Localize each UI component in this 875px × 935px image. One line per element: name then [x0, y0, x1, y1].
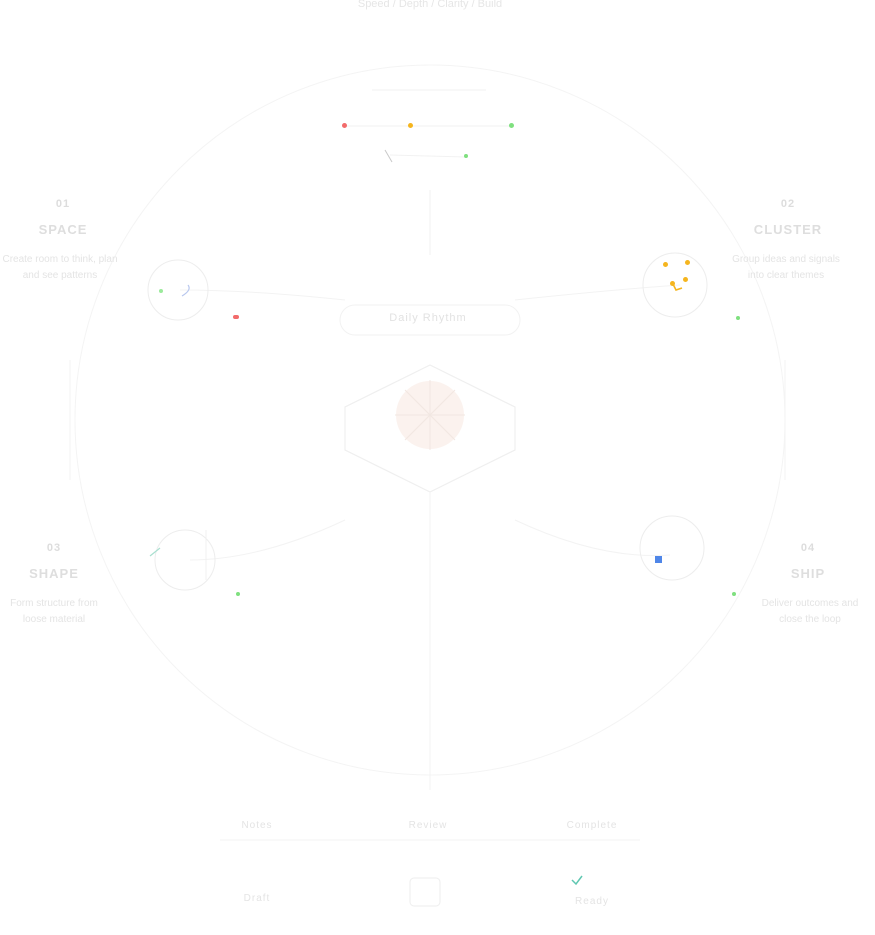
check-icon	[571, 875, 583, 886]
stage-ring-shape	[154, 529, 216, 591]
review-box-icon	[409, 877, 441, 907]
node-dot-orange-4	[670, 281, 675, 286]
swirl-icon	[181, 284, 190, 297]
stage-desc-space-1: Create room to think, plan	[2, 254, 118, 265]
stage-number-ship: 04	[800, 542, 816, 554]
node-dot-green-space	[159, 289, 163, 293]
stage-desc-ship-1: Deliver outcomes and	[761, 598, 859, 609]
stage-title-cluster: CLUSTER	[753, 222, 823, 237]
blue-square-icon	[655, 556, 662, 563]
stage-ring-ship	[639, 515, 705, 581]
top-cluster-lines	[345, 89, 512, 255]
stage-desc-shape-2: loose material	[22, 614, 86, 625]
stage-title-space: SPACE	[38, 222, 88, 237]
stage-number-cluster: 02	[780, 198, 796, 210]
tick-mark	[384, 149, 393, 163]
node-dot-green-cluster	[736, 316, 740, 320]
teal-stroke	[149, 547, 161, 557]
stage-desc-ship-2: close the loop	[779, 614, 841, 625]
stage-desc-cluster-1: Group ideas and signals	[732, 254, 840, 265]
node-dot-green-shape	[236, 592, 240, 596]
stage-number-space: 01	[55, 198, 71, 210]
stage-title-ship: SHIP	[790, 566, 826, 581]
node-dot-red	[342, 123, 347, 128]
stage-number-shape: 03	[46, 542, 62, 554]
stage-desc-cluster-2: into clear themes	[747, 270, 825, 281]
node-dot-green-ship	[732, 592, 736, 596]
stage-title-shape: SHAPE	[29, 566, 79, 581]
footer-right-sub: Ready	[575, 896, 609, 907]
stage-desc-space-2: and see patterns	[22, 270, 98, 281]
node-dot-orange-1	[663, 262, 668, 267]
footer-right-label: Complete	[566, 820, 618, 831]
node-dot-orange	[408, 123, 413, 128]
stage-desc-shape-1: Form structure from	[10, 598, 98, 609]
spark-icon	[395, 380, 465, 450]
red-pill-icon	[233, 315, 239, 319]
connector-lines	[69, 284, 786, 790]
node-dot-green	[509, 123, 514, 128]
stage-ring-space	[147, 259, 209, 321]
footer-center-label: Review	[408, 820, 448, 831]
center-label: Daily Rhythm	[389, 312, 467, 324]
node-dot-orange-2	[685, 260, 690, 265]
center-label-frame	[339, 304, 521, 336]
footer-left-sub: Draft	[243, 893, 271, 904]
footer-left-label: Notes	[241, 820, 273, 831]
node-dot-orange-3	[683, 277, 688, 282]
top-caption: Speed / Depth / Clarity / Build	[357, 0, 503, 10]
node-dot-green-small	[464, 154, 468, 158]
stage-ring-cluster	[642, 252, 708, 318]
